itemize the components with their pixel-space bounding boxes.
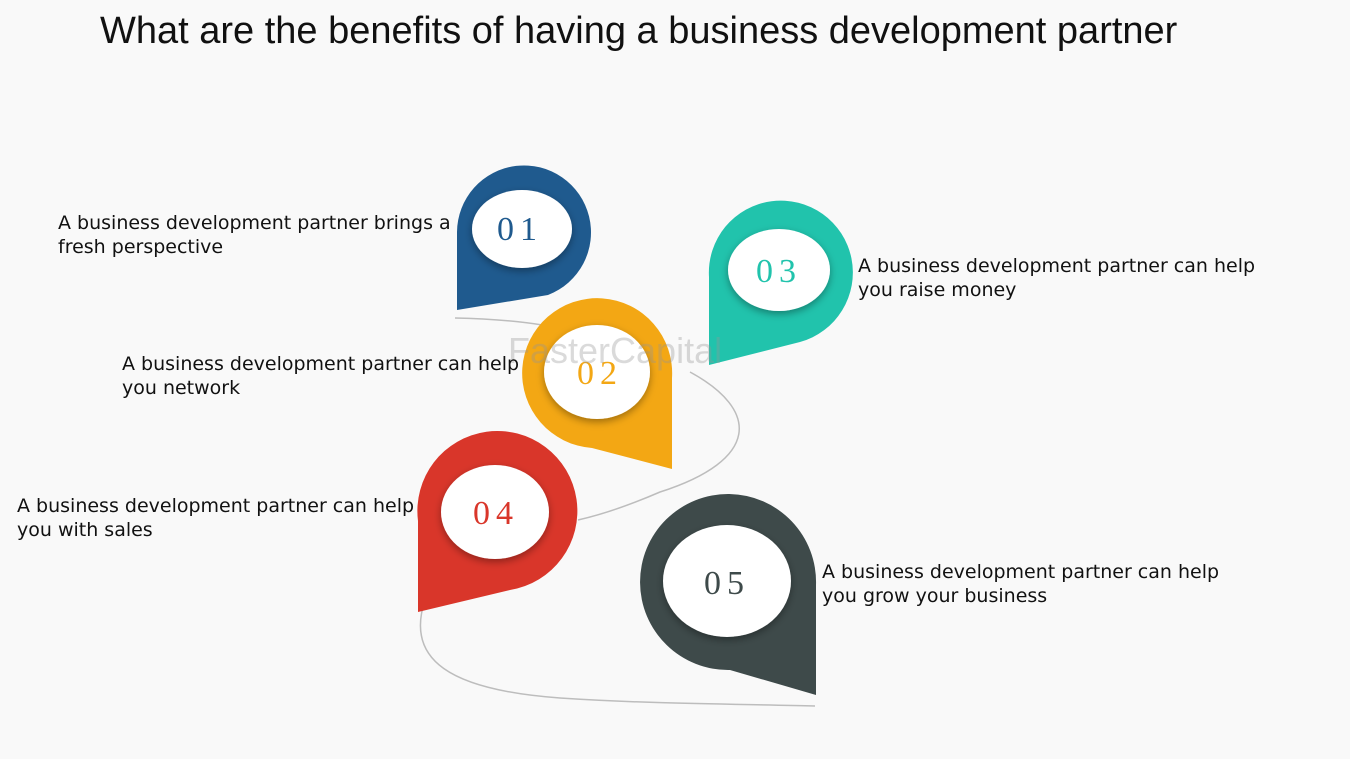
item-04-text: A business development partner can help … (17, 495, 415, 541)
watermark: FasterCapital (508, 330, 723, 371)
item-03-text: A business development partner can help … (858, 255, 1256, 301)
pin-03-badge (728, 229, 830, 311)
pin-01: 01 (457, 165, 591, 310)
item-05-text: A business development partner can help … (822, 561, 1220, 607)
pin-03-number: 03 (756, 253, 802, 290)
item-01-text: A business development partner brings a … (58, 212, 451, 258)
pin-04-number: 04 (473, 495, 519, 532)
item-02-text: A business development partner can help … (122, 353, 520, 399)
pin-03: 03 (708, 200, 853, 365)
pin-01-number: 01 (497, 211, 543, 248)
pin-02: 02 (522, 298, 673, 469)
page-title: What are the benefits of having a busine… (100, 10, 1178, 52)
pin-05: 05 (640, 494, 817, 695)
pin-05-badge (663, 525, 791, 637)
pin-02-badge (544, 325, 650, 419)
pin-04: 04 (417, 431, 578, 612)
pin-02-number: 02 (577, 355, 623, 392)
pin-01-badge (472, 190, 572, 268)
pin-04-badge (441, 465, 549, 559)
pin-05-number: 05 (704, 565, 750, 602)
